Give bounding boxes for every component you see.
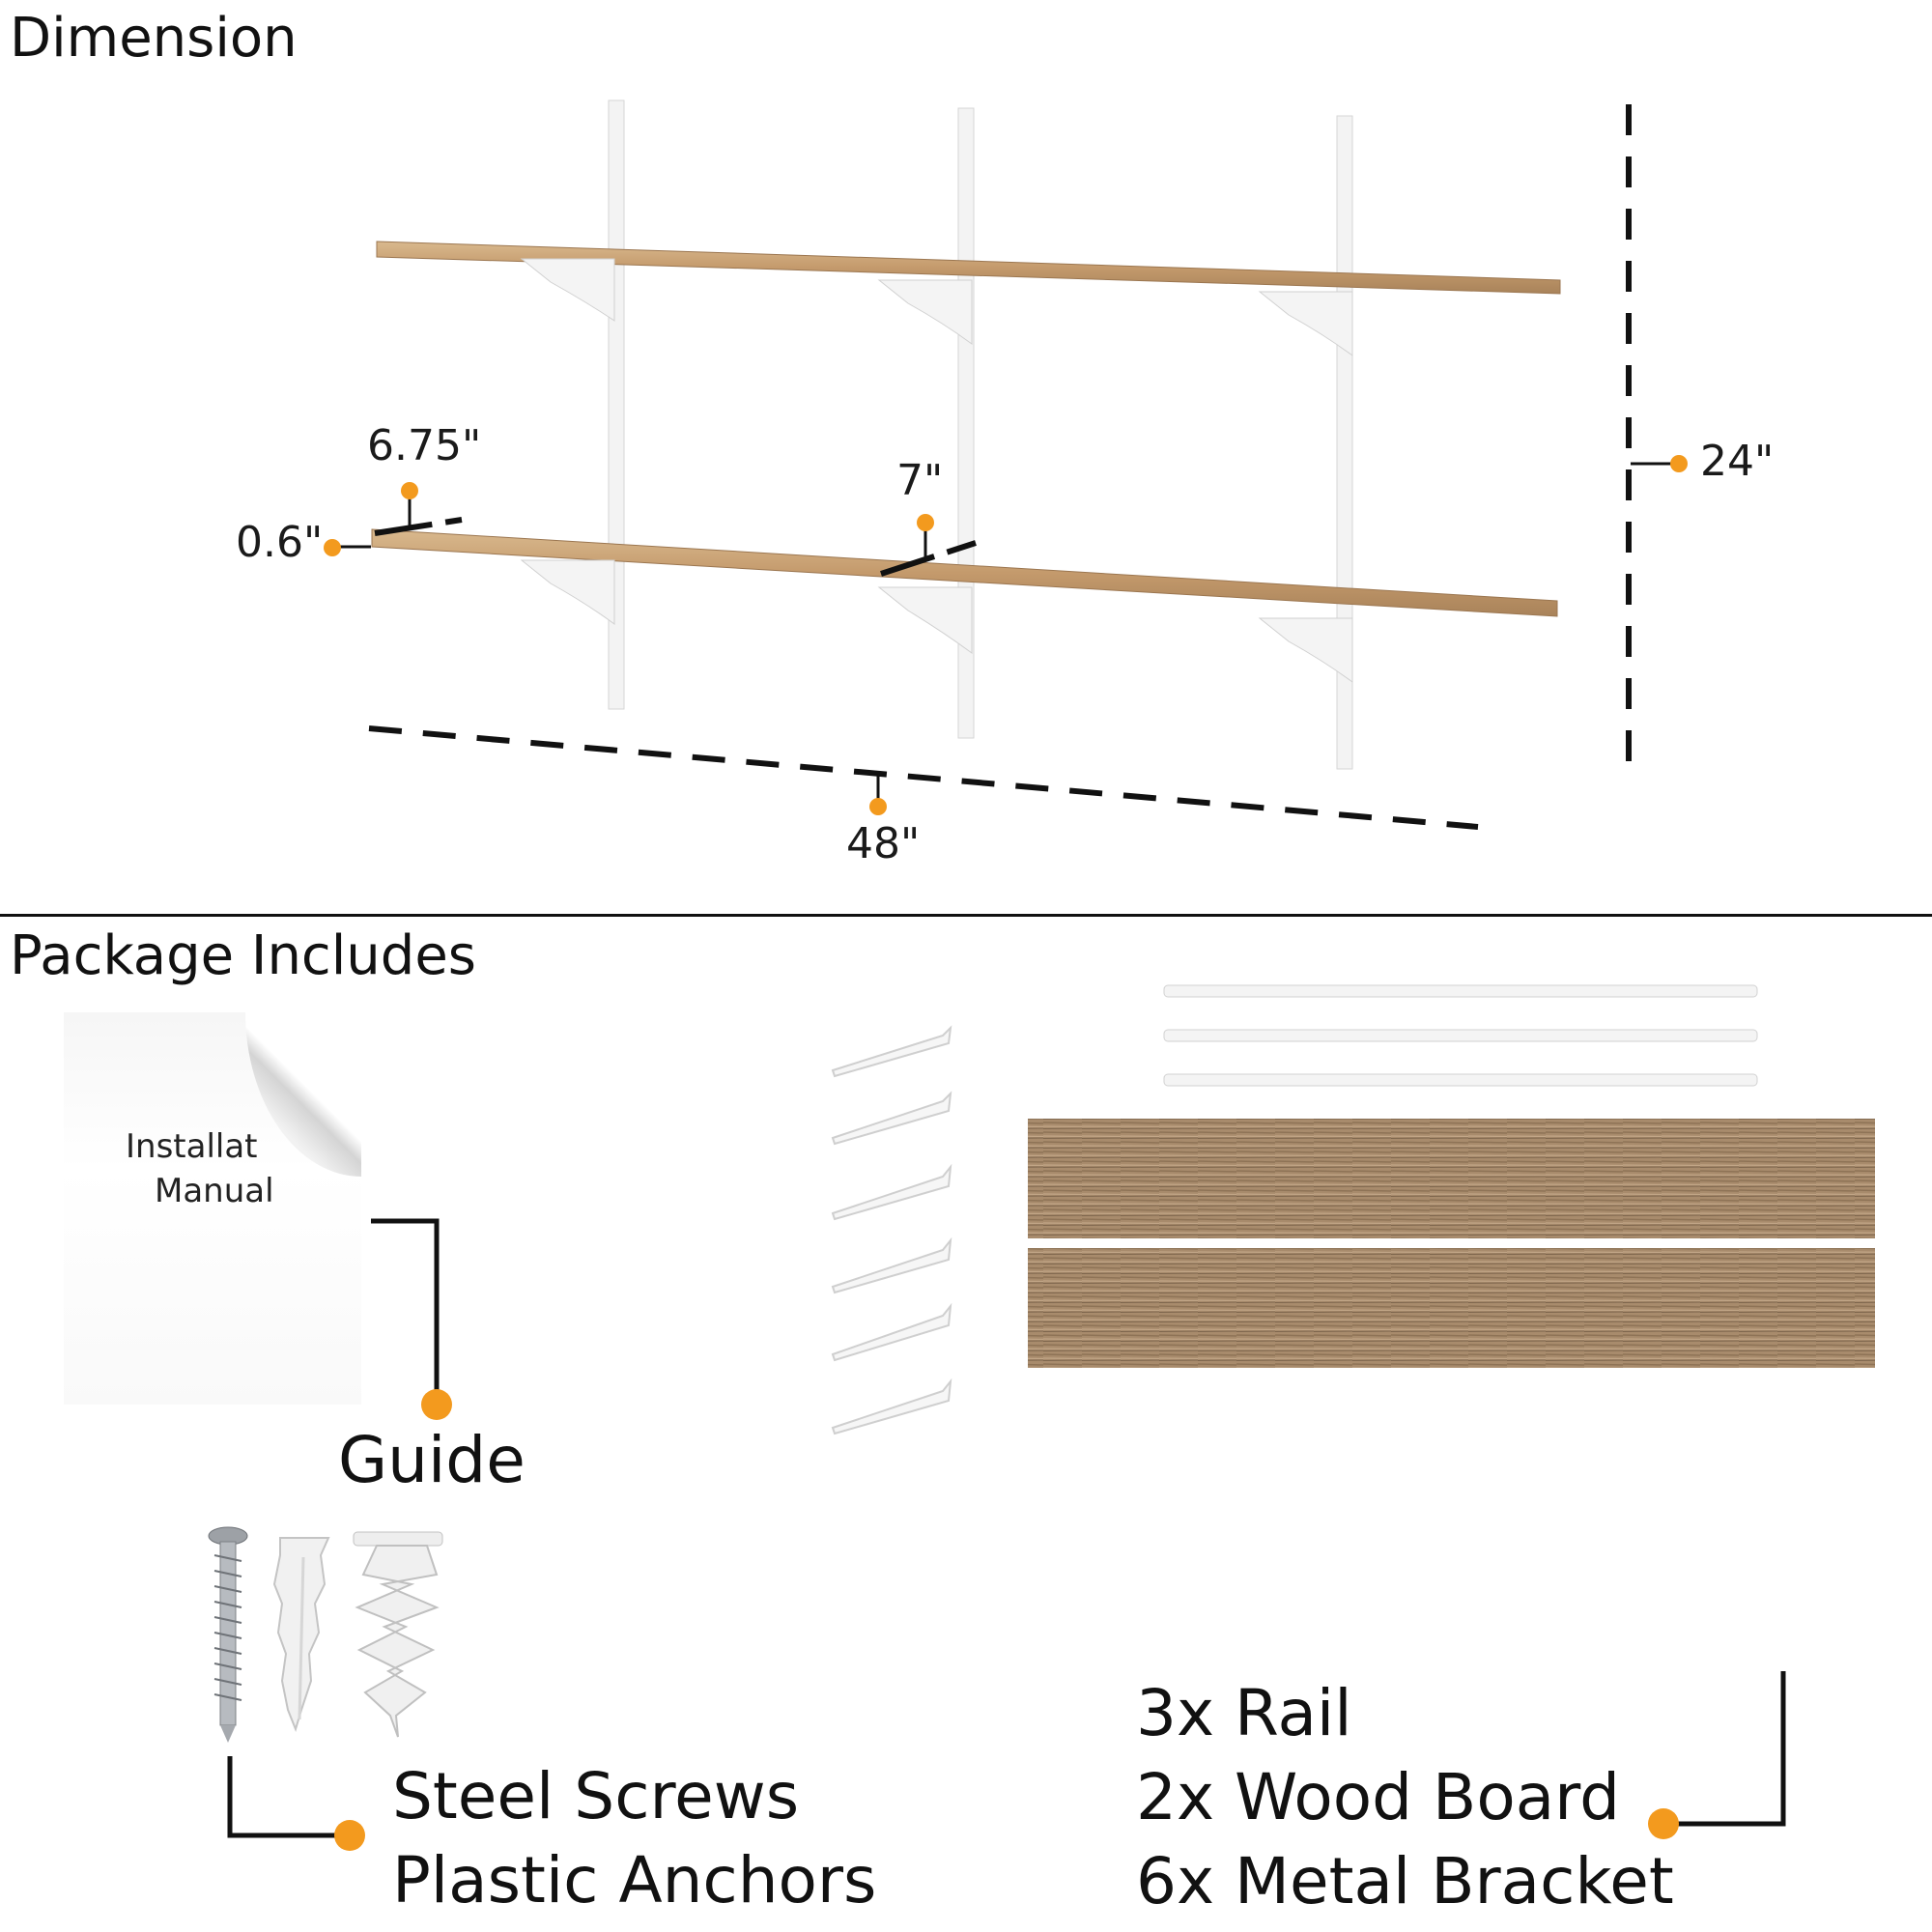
upper-shelf	[376, 241, 1561, 356]
parts-dot	[1648, 1808, 1679, 1839]
height-label: 24"	[1700, 437, 1775, 486]
leader-lines	[332, 462, 1679, 806]
lower-bracket-left	[520, 559, 615, 625]
guide-callout	[371, 1218, 440, 1399]
screw-icon	[208, 1526, 248, 1743]
upper-bracket-right	[1258, 291, 1353, 356]
package-boards	[1028, 1119, 1875, 1368]
wood-board-1	[1028, 1119, 1875, 1238]
parts-label-line2: 2x Wood Board	[1136, 1760, 1621, 1835]
bracket-dot	[917, 514, 934, 531]
thickness-label: 0.6"	[236, 518, 324, 567]
length-dot	[869, 798, 887, 815]
hardware-callout	[227, 1756, 340, 1838]
bracket-dashline	[880, 540, 977, 577]
package-rails	[1163, 984, 1758, 1087]
dimension-heading: Dimension	[10, 7, 298, 70]
package-brackets	[831, 1025, 952, 1435]
hardware-label-line1: Steel Screws	[392, 1759, 800, 1833]
installation-manual: Installat Manual	[64, 1012, 361, 1405]
dimension-lines	[368, 104, 1632, 830]
hardware-dot	[334, 1820, 365, 1851]
depth-dot	[401, 482, 418, 499]
depth-label: 6.75"	[367, 421, 482, 470]
guide-dot	[421, 1389, 452, 1420]
package-callouts	[227, 1218, 1786, 1838]
parts-callout	[1665, 1671, 1786, 1827]
depth-dashline	[374, 517, 463, 536]
hardware-label: Steel Screws Plastic Anchors	[392, 1754, 876, 1922]
bracket-label: 7"	[896, 456, 944, 505]
parts-label-line1: 3x Rail	[1136, 1676, 1352, 1750]
length-label: 48"	[846, 819, 921, 868]
plastic-anchor-icon	[272, 1537, 330, 1733]
wood-board-2	[1028, 1248, 1875, 1368]
wall-rails	[608, 99, 1353, 770]
lower-shelf	[371, 528, 1558, 683]
marker-dots	[324, 455, 1688, 815]
lower-bracket-middle	[877, 586, 973, 654]
drywall-anchor-icon	[353, 1531, 443, 1738]
parts-label: 3x Rail 2x Wood Board 6x Metal Bracket	[1136, 1671, 1674, 1923]
manual-title-line1: Installat	[126, 1127, 258, 1166]
section-divider	[0, 914, 1932, 917]
parts-label-line3: 6x Metal Bracket	[1136, 1844, 1674, 1919]
upper-bracket-left	[520, 258, 615, 322]
guide-label: Guide	[338, 1423, 526, 1497]
hardware-label-line2: Plastic Anchors	[392, 1843, 877, 1918]
thickness-dot	[324, 539, 341, 556]
upper-bracket-middle	[877, 279, 973, 345]
package-heading: Package Includes	[10, 924, 476, 987]
height-dot	[1670, 455, 1688, 472]
lower-bracket-right	[1258, 617, 1353, 683]
length-dashline	[368, 725, 1479, 830]
manual-title: Installat Manual	[126, 1124, 367, 1213]
package-dots	[334, 1389, 1679, 1851]
manual-title-line2: Manual	[155, 1172, 274, 1210]
